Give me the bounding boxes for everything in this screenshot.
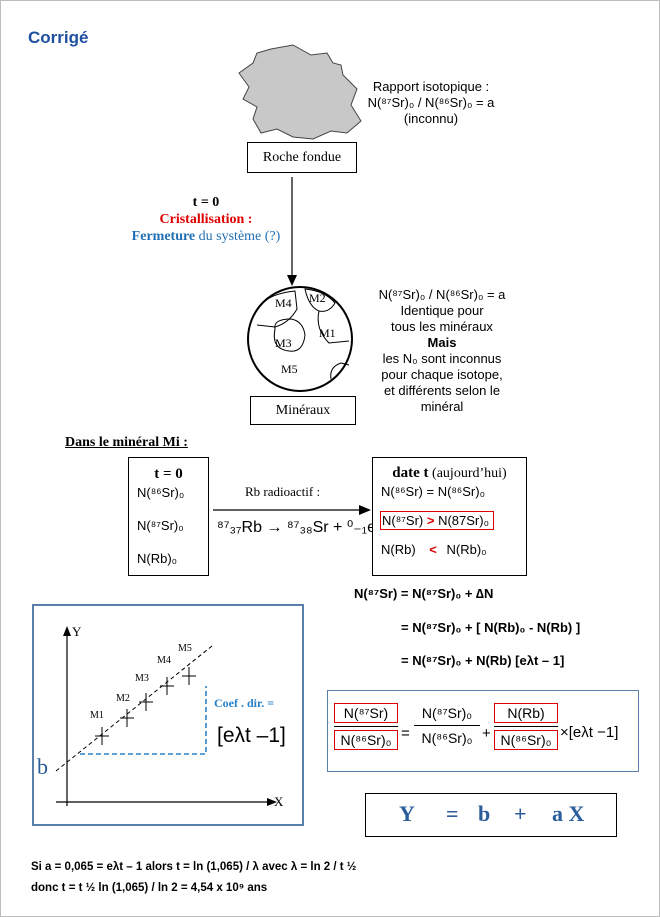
isochron-point-m5	[182, 667, 196, 685]
point-label-m3: M3	[135, 673, 149, 684]
less-than: <	[429, 542, 437, 557]
initial-sr87-compare: N(87Sr)₀	[438, 513, 489, 528]
greater-than: >	[426, 513, 435, 528]
present-sr86: N(⁸⁶Sr) = N(⁸⁶Sr)₀	[381, 484, 485, 499]
isotope-ratio-note: Rapport isotopique : N(⁸⁷Sr)₀ / N(⁸⁶Sr)₀…	[366, 79, 496, 127]
note-line-8: minéral	[420, 399, 464, 414]
equation-3: = N(⁸⁷Sr)₀ + N(Rb) [eλt – 1]	[401, 653, 565, 668]
point-label-m2: M2	[116, 693, 130, 704]
rock-label: Roche fondue	[262, 150, 342, 165]
lhs-fraction: N(⁸⁷Sr) N(⁸⁶Sr)₀	[334, 703, 398, 750]
note-line-5: les N₀ sont inconnus	[382, 351, 502, 366]
term2-fraction: N(Rb) N(⁸⁶Sr)₀	[494, 703, 558, 750]
minerals-label: Minéraux	[275, 403, 331, 418]
initial-state-box: t = 0 N(⁸⁶Sr)₀ N(⁸⁷Sr)₀ N(Rb)₀	[128, 457, 209, 576]
slope-label: Coef . dir. =	[214, 696, 274, 710]
isochron-svg: M1 M2 M3 M4 M5 Y X b Coef . dir. = [eλt …	[37, 624, 286, 809]
mineral-m1-label: M1	[319, 326, 336, 340]
minerals-label-box: Minéraux	[250, 396, 356, 425]
lhs-denominator: N(⁸⁶Sr)₀	[334, 730, 398, 750]
note-line-2: Identique pour	[400, 303, 484, 318]
note-line-4: Mais	[427, 335, 457, 350]
footer-line-1: Si a = 0,065 = eλt – 1 alors t = ln (1,0…	[31, 861, 357, 873]
minerals-note: N(⁸⁷Sr)₀ / N(⁸⁶Sr)₀ = a Identique pour t…	[367, 287, 517, 415]
point-label-m1: M1	[90, 710, 104, 721]
term2-denominator: N(⁸⁶Sr)₀	[494, 730, 558, 750]
initial-state-title: t = 0	[154, 466, 183, 482]
slope-expression: [eλt –1]	[217, 724, 286, 747]
x-axis-label: X	[274, 794, 284, 809]
initial-sr86: N(⁸⁶Sr)₀	[137, 485, 185, 500]
ratio-title: Rapport isotopique :	[372, 79, 490, 94]
decay-reaction-text: ⁸⁷₃₇Rb → ⁸⁷₃₈Sr + ⁰₋₁e	[217, 519, 376, 536]
term2-numerator: N(Rb)	[494, 703, 558, 723]
isochron-point-m4	[160, 677, 174, 695]
present-sr87: N(⁸⁷Sr)	[382, 513, 424, 528]
present-state-title: date t	[392, 465, 429, 481]
isochron-graph: M1 M2 M3 M4 M5 Y X b Coef . dir. = [eλt …	[32, 604, 304, 826]
linear-ax: a X	[552, 801, 585, 826]
decay-arrow	[213, 505, 371, 515]
initial-rb-compare: N(Rb)₀	[446, 542, 487, 557]
present-sr87-row: N(⁸⁷Sr) > N(87Sr)₀	[380, 511, 494, 530]
time-arrow	[287, 177, 297, 286]
linear-plus: +	[514, 801, 527, 826]
mineral-m4-label: M4	[275, 296, 292, 310]
page-title: Corrigé	[28, 28, 89, 47]
ratio-note: (inconnu)	[403, 111, 459, 126]
linear-y: Y	[399, 801, 415, 826]
y-axis-label: Y	[72, 624, 82, 639]
equation-2: = N(⁸⁷Sr)₀ + [ N(Rb)₀ - N(Rb) ]	[401, 620, 581, 635]
present-state-subtitle: (aujourd’hui)	[428, 466, 507, 481]
minerals-diagram: M4 M2 M1 M3 M5	[247, 286, 353, 392]
note-line-7: et différents selon le	[383, 383, 501, 398]
isochron-point-m3	[139, 693, 153, 711]
note-line-3: tous les minéraux	[391, 319, 493, 334]
arrow-label: Rb radioactif :	[245, 484, 321, 499]
lhs-numerator: N(⁸⁷Sr)	[334, 703, 398, 723]
initial-sr87: N(⁸⁷Sr)₀	[137, 518, 184, 533]
linear-b: b	[478, 801, 491, 826]
crystallisation-label: Cristallisation :	[159, 212, 253, 227]
present-rb: N(Rb)	[381, 542, 416, 557]
linear-equation-box: Y = b + a X	[365, 793, 617, 837]
intercept-label: b	[37, 754, 48, 779]
term1-fraction: N(⁸⁷Sr)₀ N(⁸⁶Sr)₀	[414, 704, 480, 747]
term1-numerator: N(⁸⁷Sr)₀	[421, 705, 473, 721]
plus-sign: +	[482, 725, 491, 742]
footer-line-2: donc t = t ½ ln (1,065) / ln 2 = 4,54 x …	[31, 882, 268, 894]
decay-reaction: ⁸⁷₃₇Rb → ⁸⁷₃₈Sr + ⁰₋₁e	[217, 517, 376, 537]
present-state-box: date t (aujourd’hui) N(⁸⁶Sr) = N(⁸⁶Sr)₀ …	[372, 457, 527, 576]
mineral-section-heading: Dans le minéral Mi :	[65, 435, 188, 450]
point-label-m4: M4	[157, 655, 171, 666]
molten-rock-shape	[238, 44, 362, 140]
closure-label: Fermeture	[131, 229, 196, 244]
mineral-m3-label: M3	[275, 336, 292, 350]
crystallisation-note: t = 0 Cristallisation : Fermeture du sys…	[121, 194, 291, 245]
rock-label-box: Roche fondue	[247, 142, 357, 173]
t0-label: t = 0	[192, 195, 220, 210]
ratio-formula-box: N(⁸⁷Sr) N(⁸⁶Sr)₀ = N(⁸⁷Sr)₀ N(⁸⁶Sr)₀ + N…	[327, 690, 639, 772]
equation-1: N(⁸⁷Sr) = N(⁸⁷Sr)₀ + ∆N	[354, 586, 494, 601]
note-line-1: N(⁸⁷Sr)₀ / N(⁸⁶Sr)₀ = a	[378, 287, 506, 302]
closure-rest: du système (?)	[195, 229, 281, 244]
point-label-m5: M5	[178, 643, 192, 654]
present-rb-row: N(Rb) < N(Rb)₀	[381, 542, 526, 557]
isochron-point-m2	[120, 709, 134, 727]
note-line-6: pour chaque isotope,	[381, 367, 503, 382]
linear-equals: =	[446, 801, 459, 826]
mineral-m5-label: M5	[281, 362, 298, 376]
ratio-formula: N(⁸⁷Sr)₀ / N(⁸⁶Sr)₀ = a	[367, 95, 495, 110]
mineral-m2-label: M2	[309, 291, 326, 305]
initial-rb: N(Rb)₀	[137, 551, 178, 566]
isochron-point-m1	[95, 727, 109, 745]
decay-factor: ×[eλt −1]	[560, 724, 619, 741]
equals-sign: =	[401, 725, 410, 742]
term1-denominator: N(⁸⁶Sr)₀	[421, 730, 473, 746]
